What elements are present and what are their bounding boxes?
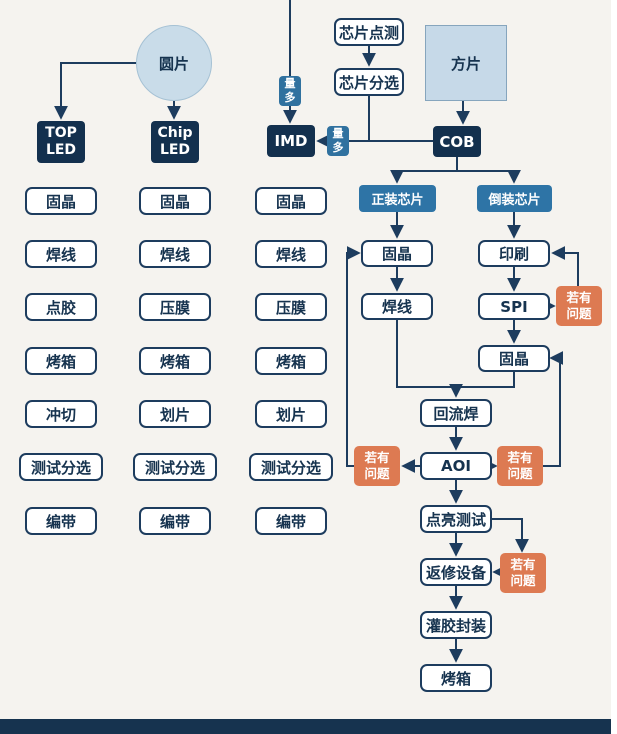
normal-die-branch: 正装芯片 — [359, 185, 436, 212]
process-step: 固晶 — [361, 240, 433, 267]
process-step: 压膜 — [255, 293, 327, 321]
problem-badge-aoi-right: 若有问题 — [497, 446, 543, 486]
process-step: 焊线 — [361, 293, 433, 320]
chip-sort-node: 芯片分选 — [334, 68, 404, 96]
process-step: 划片 — [139, 400, 211, 428]
process-step: 冲切 — [25, 400, 97, 428]
process-step: 固晶 — [478, 345, 550, 372]
process-step: 固晶 — [25, 187, 97, 215]
process-step: 烤箱 — [25, 347, 97, 375]
footer-bar — [0, 719, 617, 734]
process-step: 压膜 — [139, 293, 211, 321]
process-step: 点亮测试 — [420, 505, 492, 533]
process-step: 回流焊 — [420, 399, 492, 427]
imd-header: IMD — [267, 125, 315, 157]
process-step: 印刷 — [478, 240, 550, 267]
process-step: 固晶 — [255, 187, 327, 215]
process-step: 焊线 — [255, 240, 327, 268]
process-step: 测试分选 — [133, 453, 217, 481]
process-step: 测试分选 — [19, 453, 103, 481]
volume-more-badge-mid: 量多 — [327, 126, 349, 156]
process-step: 编带 — [25, 507, 97, 535]
process-step: 烤箱 — [420, 664, 492, 692]
process-step: AOI — [420, 452, 492, 480]
process-step: 点胶 — [25, 293, 97, 321]
process-step: 编带 — [255, 507, 327, 535]
process-step: 返修设备 — [420, 558, 492, 586]
flip-die-branch: 倒装芯片 — [477, 185, 552, 212]
process-step: 焊线 — [139, 240, 211, 268]
cob-header: COB — [433, 126, 481, 157]
process-step: 焊线 — [25, 240, 97, 268]
problem-badge-repair: 若有问题 — [500, 553, 546, 593]
right-margin — [611, 0, 617, 734]
process-step: 划片 — [255, 400, 327, 428]
process-step: 编带 — [139, 507, 211, 535]
process-step: SPI — [478, 293, 550, 320]
process-step: 烤箱 — [255, 347, 327, 375]
process-step: 固晶 — [139, 187, 211, 215]
chip-test-node: 芯片点测 — [334, 18, 404, 46]
process-step: 测试分选 — [249, 453, 333, 481]
problem-badge-spi: 若有问题 — [556, 286, 602, 326]
process-step: 烤箱 — [139, 347, 211, 375]
process-step: 灌胶封装 — [420, 611, 492, 639]
square-die-node: 方片 — [425, 25, 507, 101]
top-led-header: TOP LED — [37, 121, 85, 163]
volume-more-badge-top: 量多 — [279, 76, 301, 106]
wafer-circle-node: 圆片 — [136, 25, 212, 101]
chip-led-header: Chip LED — [151, 121, 199, 163]
problem-badge-aoi-left: 若有问题 — [354, 446, 400, 486]
